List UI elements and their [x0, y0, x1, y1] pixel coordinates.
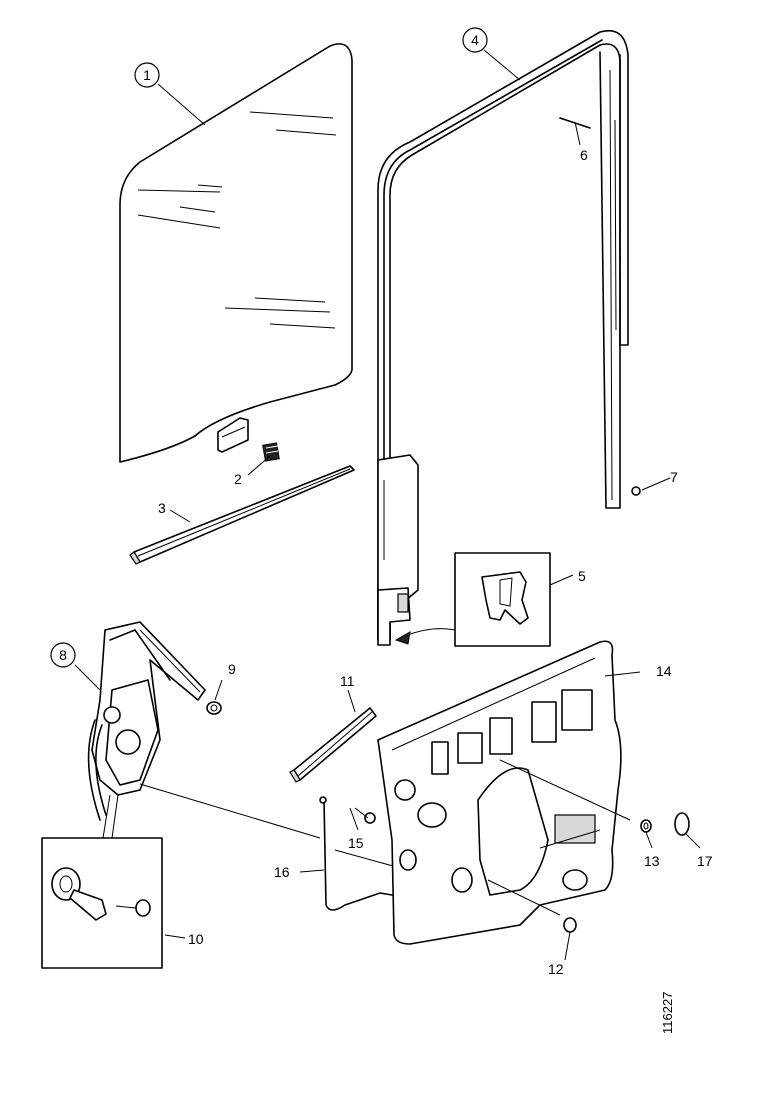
regulator-nut	[206, 701, 222, 715]
reference-number: 116227	[660, 992, 675, 1034]
panel-plug	[674, 812, 690, 836]
window-frame-channel	[377, 30, 629, 646]
callout-circle-4	[462, 27, 488, 53]
inner-door-panel	[377, 640, 631, 945]
callout-14: 14	[656, 663, 672, 679]
callout-9: 9	[228, 661, 236, 677]
callout-1: 1	[143, 67, 151, 83]
inner-belt-strip	[289, 707, 377, 783]
callout-13: 13	[644, 853, 660, 869]
glass-clip	[262, 442, 280, 462]
callout-12: 12	[548, 961, 564, 977]
callout-11: 11	[340, 673, 355, 689]
callout-17: 17	[697, 853, 713, 869]
window-regulator	[87, 621, 206, 821]
callouts: 1 4 8 2 3 5 6 7 9 10 11 12 13 14 15 16 1…	[50, 27, 713, 1034]
callout-5: 5	[578, 568, 586, 584]
frame-screw	[631, 486, 641, 496]
callout-7: 7	[670, 469, 678, 485]
callout-6: 6	[580, 147, 588, 163]
callout-circle-8	[50, 642, 76, 668]
door-glass	[119, 43, 353, 463]
panel-clip-13	[640, 819, 652, 833]
callout-2: 2	[234, 471, 242, 487]
callout-circle-1	[134, 62, 160, 88]
lower-glass-channel	[129, 465, 355, 565]
callout-10: 10	[188, 931, 204, 947]
panel-screw	[563, 917, 577, 933]
rod-screw	[364, 812, 376, 824]
detail-box-handle	[41, 794, 163, 969]
control-rod	[319, 796, 393, 911]
callout-3: 3	[158, 500, 166, 516]
callout-15: 15	[348, 835, 364, 851]
leader-lines	[74, 49, 701, 961]
callout-16: 16	[274, 864, 290, 880]
callout-8: 8	[59, 647, 67, 663]
callout-4: 4	[471, 32, 479, 48]
detail-box-seal	[394, 552, 551, 647]
